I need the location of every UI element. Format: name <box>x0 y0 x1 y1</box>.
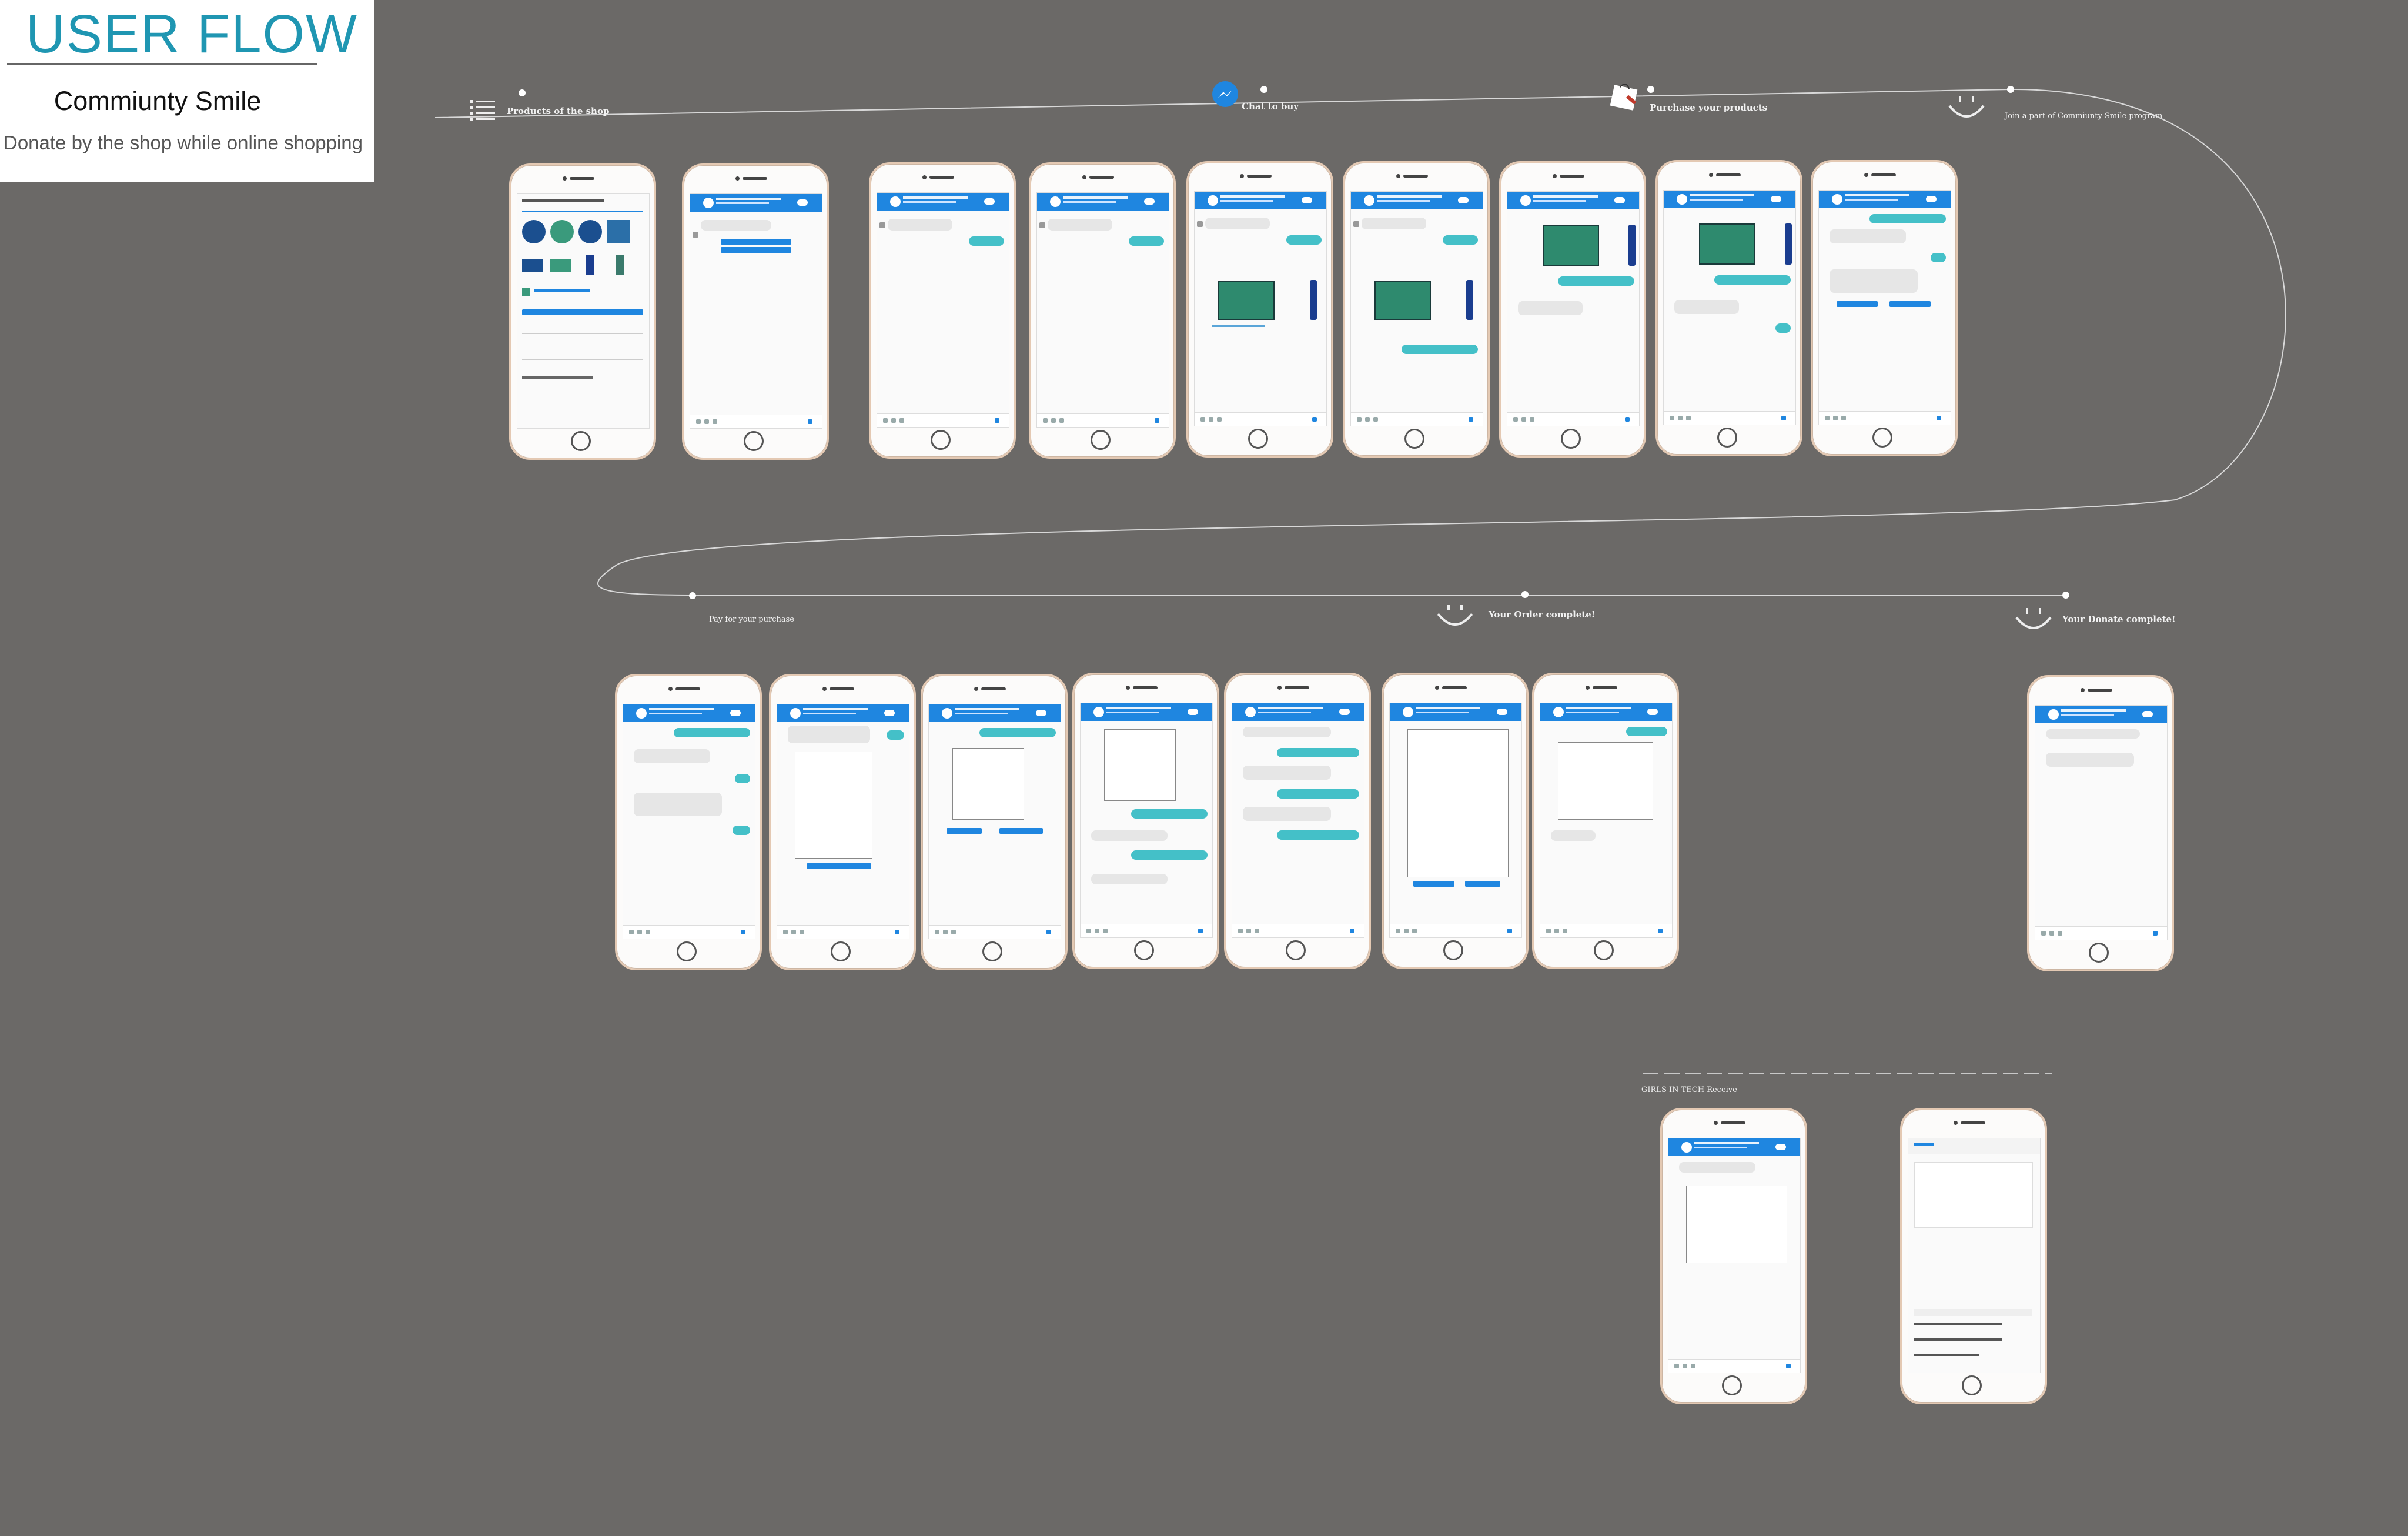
step-dot <box>1647 86 1654 93</box>
shopping-bag-icon <box>1610 84 1638 111</box>
smile-icon <box>1948 96 1985 118</box>
phone-mockup <box>615 674 762 970</box>
phone-mockup <box>1532 673 1679 969</box>
step-dot <box>2007 86 2014 93</box>
receive-label: GIRLS IN TECH Receive <box>1641 1086 1737 1094</box>
step-dot <box>2062 592 2069 599</box>
smile-icon <box>2015 608 2052 629</box>
phone-mockup <box>1382 673 1529 969</box>
phone-mockup <box>2027 675 2174 971</box>
phone-mockup <box>1660 1108 1807 1404</box>
phone-mockup <box>1072 673 1219 969</box>
step-label-donate-complete: Your Donate complete! <box>2062 614 2176 625</box>
phone-mockup <box>1811 160 1958 456</box>
phone-mockup <box>1186 161 1333 458</box>
phone-mockup <box>1499 161 1646 458</box>
phone-mockup <box>682 163 829 460</box>
step-label-products: Products of the shop <box>507 106 610 116</box>
phone-mockup <box>1900 1108 2047 1404</box>
phone-mockup <box>769 674 916 970</box>
smile-icon <box>1437 605 1473 626</box>
step-label-purchase: Purchase your products <box>1650 102 1768 113</box>
phone-mockup <box>921 674 1068 970</box>
phone-mockup <box>1224 673 1371 969</box>
title-divider <box>7 63 317 65</box>
step-dot <box>519 89 526 96</box>
step-dot <box>1260 86 1267 93</box>
phone-mockup <box>1029 162 1176 459</box>
step-dot <box>1521 591 1529 598</box>
project-tagline: Donate by the shop while online shopping <box>4 132 363 153</box>
title-card: USER FLOW Commiunty Smile Donate by the … <box>0 0 374 182</box>
step-label-pay: Pay for your purchase <box>709 615 794 624</box>
list-icon <box>470 100 495 121</box>
phone-mockup <box>1656 160 1802 456</box>
step-label-chat: Chat to buy <box>1242 101 1299 112</box>
project-name: Commiunty Smile <box>53 86 262 116</box>
step-label-join: Join a part of Commiunty Smile program <box>2005 112 2163 121</box>
home-button <box>571 431 591 451</box>
phone-mockup <box>1343 161 1490 458</box>
phone-mockup <box>869 162 1016 459</box>
phone-screen <box>517 193 650 429</box>
user-flow-title: USER FLOW <box>26 4 358 64</box>
messenger-icon <box>1212 81 1238 107</box>
step-label-order-complete: Your Order complete! <box>1489 609 1596 620</box>
phone-mockup <box>509 163 656 460</box>
step-dot <box>689 592 696 599</box>
